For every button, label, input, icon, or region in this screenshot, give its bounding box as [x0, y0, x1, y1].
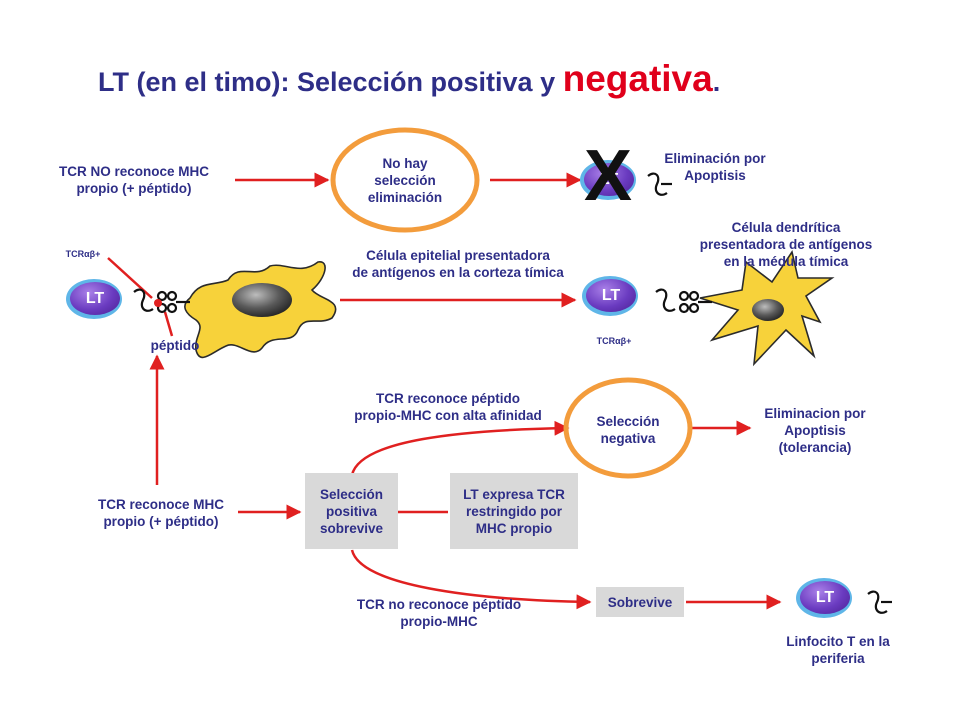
box-sobrevive: Sobrevive: [596, 587, 684, 617]
elimination-x-mark: X: [584, 136, 633, 216]
lt-cell-left: LT: [66, 279, 122, 319]
epithelial-nucleus: [232, 283, 292, 317]
lt-cell-middle: LT: [582, 276, 638, 316]
receptor-bottom: [867, 590, 892, 614]
ring-sel-neg: [563, 377, 693, 479]
lt-cell-periphery: LT: [796, 578, 852, 618]
label-peptido: péptido: [150, 338, 200, 353]
dendritic-nucleus: [752, 299, 784, 321]
label-tcr-ab-left: TCRαβ+: [65, 249, 101, 259]
ring-no-hay: [330, 127, 480, 233]
pointer-peptido: [163, 311, 174, 337]
lt-cell-top: LT: [580, 160, 636, 200]
title-highlight: negativa: [562, 58, 713, 99]
label-tcr-ab-right: TCRαβ+: [596, 336, 632, 346]
pointer-tcr: [107, 257, 153, 299]
page-title: LT (en el timo): Selección positiva y ne…: [98, 58, 721, 99]
receptor-right: [655, 288, 712, 314]
receptor-top: [647, 172, 672, 196]
curve-to-sel-neg: [350, 420, 570, 476]
receptor-left: [133, 288, 190, 314]
curve-to-sobrevive: [350, 549, 592, 610]
peptide-dot: [154, 299, 162, 307]
